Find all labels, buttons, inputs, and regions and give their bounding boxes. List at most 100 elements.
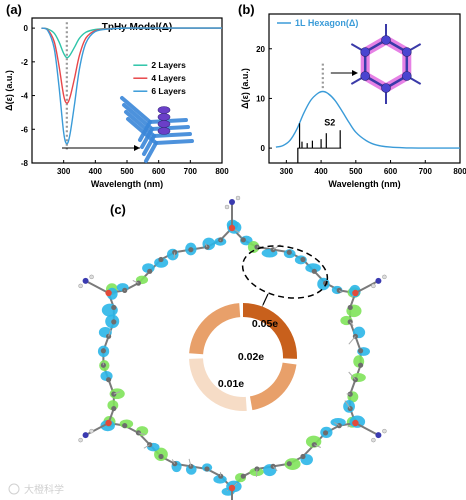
y-tick-label-a: -2 bbox=[21, 58, 29, 67]
atom bbox=[286, 461, 292, 467]
atom bbox=[286, 249, 292, 255]
x-tick-label-b: 800 bbox=[453, 167, 466, 176]
atom bbox=[240, 473, 246, 479]
panel-label-a: (a) bbox=[6, 2, 22, 17]
ring-segment bbox=[249, 362, 297, 411]
hydrogen-atom bbox=[89, 428, 94, 434]
plot-frame-b bbox=[268, 13, 461, 164]
x-tick-label-a: 300 bbox=[57, 167, 71, 176]
y-tick-label-a: -6 bbox=[21, 125, 29, 134]
bond bbox=[354, 279, 379, 294]
orbital-lobe bbox=[305, 263, 321, 273]
y-tick-label-b: 20 bbox=[256, 45, 265, 54]
arrow-head-a bbox=[134, 145, 140, 151]
atom bbox=[300, 453, 306, 460]
hydrogen-atom bbox=[224, 204, 230, 210]
legend-label-b: 1L Hexagon(Δ) bbox=[295, 18, 358, 28]
series-line-a bbox=[41, 27, 222, 145]
ring-segment bbox=[243, 303, 297, 359]
bond-h bbox=[333, 422, 340, 427]
hydrogen-atom bbox=[371, 437, 376, 443]
atom bbox=[111, 405, 117, 412]
hydrogen-atom bbox=[235, 195, 241, 201]
ring-label: 0.01e bbox=[218, 378, 244, 390]
bond-h bbox=[255, 468, 258, 477]
hydrogen-atom bbox=[78, 437, 83, 443]
x-tick-label-b: 600 bbox=[384, 167, 398, 176]
ring-segment bbox=[189, 303, 241, 355]
atom bbox=[311, 268, 317, 274]
y-axis-label-b: Δ(ε) (a.u.) bbox=[240, 68, 250, 109]
legend-label-a: 4 Layers bbox=[151, 73, 186, 83]
nitrogen-atom bbox=[82, 277, 89, 284]
x-tick-label-a: 400 bbox=[89, 167, 103, 176]
oxygen-atom bbox=[352, 289, 359, 297]
bond-h bbox=[171, 459, 176, 464]
x-axis-label-b: Wavelength (nm) bbox=[328, 179, 400, 189]
bond-h bbox=[348, 371, 356, 380]
orbital-lobe bbox=[154, 257, 169, 268]
bond-h bbox=[272, 466, 278, 472]
hexagon-node-icon bbox=[401, 71, 412, 81]
bond-h bbox=[204, 243, 208, 248]
x-tick-label-b: 500 bbox=[349, 167, 363, 176]
bond-h bbox=[113, 391, 121, 395]
layer-node-icon bbox=[157, 120, 171, 128]
orbital-lobe bbox=[213, 475, 227, 484]
x-tick-label-b: 300 bbox=[280, 167, 294, 176]
hexagon-node-icon bbox=[381, 83, 391, 93]
atom bbox=[158, 453, 164, 460]
hexagon-node-icon bbox=[381, 35, 391, 45]
layer-node-icon bbox=[157, 127, 171, 135]
hexagon-node-icon bbox=[360, 47, 371, 57]
hydrogen-atom bbox=[382, 274, 387, 280]
nitrogen-atom bbox=[375, 277, 382, 284]
arrow-head-b bbox=[352, 70, 358, 76]
x-tick-label-a: 800 bbox=[215, 167, 229, 176]
orbital-lobe bbox=[330, 417, 346, 427]
legend-label-a: 6 Layers bbox=[151, 86, 186, 96]
panel-label-b: (b) bbox=[238, 2, 255, 17]
orbital-lobe bbox=[305, 435, 322, 448]
bond-h bbox=[188, 458, 192, 467]
bond-h bbox=[132, 279, 139, 284]
bond bbox=[85, 279, 110, 294]
hydrogen-atom bbox=[382, 428, 387, 434]
atom bbox=[147, 268, 153, 274]
nitrogen-atom bbox=[375, 432, 382, 439]
hydrogen-atom bbox=[89, 274, 94, 280]
hexagon-illustration bbox=[330, 24, 422, 104]
atom bbox=[300, 256, 306, 263]
oxygen-atom bbox=[352, 419, 359, 427]
watermark-text: 大橙科学 bbox=[24, 483, 64, 496]
panel-label-c: (c) bbox=[110, 202, 126, 217]
layer-node-icon bbox=[157, 113, 171, 121]
bond-h bbox=[173, 252, 176, 259]
y-tick-label-a: -8 bbox=[21, 159, 29, 168]
oxygen-atom bbox=[228, 224, 236, 232]
x-tick-label-a: 600 bbox=[152, 167, 166, 176]
bond-h bbox=[138, 432, 146, 436]
ring-label: 0.05e bbox=[252, 318, 278, 330]
ring-label: 0.02e bbox=[238, 351, 264, 363]
hydrogen-atom bbox=[371, 283, 376, 289]
oxygen-atom bbox=[105, 419, 112, 427]
watermark-logo-icon bbox=[8, 483, 20, 495]
x-tick-label-a: 700 bbox=[184, 167, 198, 176]
atom bbox=[100, 348, 106, 354]
molecule-figure bbox=[78, 195, 387, 500]
nitrogen-atom bbox=[82, 432, 89, 439]
layer-node-icon bbox=[157, 106, 171, 114]
atom bbox=[204, 466, 210, 472]
nitrogen-atom bbox=[229, 199, 235, 205]
bond-h bbox=[338, 289, 343, 294]
stick-annotation-b: S2 bbox=[324, 117, 335, 127]
orbital-lobe bbox=[247, 241, 260, 254]
bond-h bbox=[349, 321, 354, 326]
bond-h bbox=[108, 329, 111, 337]
series-line-a bbox=[41, 27, 222, 104]
atom bbox=[122, 423, 128, 429]
